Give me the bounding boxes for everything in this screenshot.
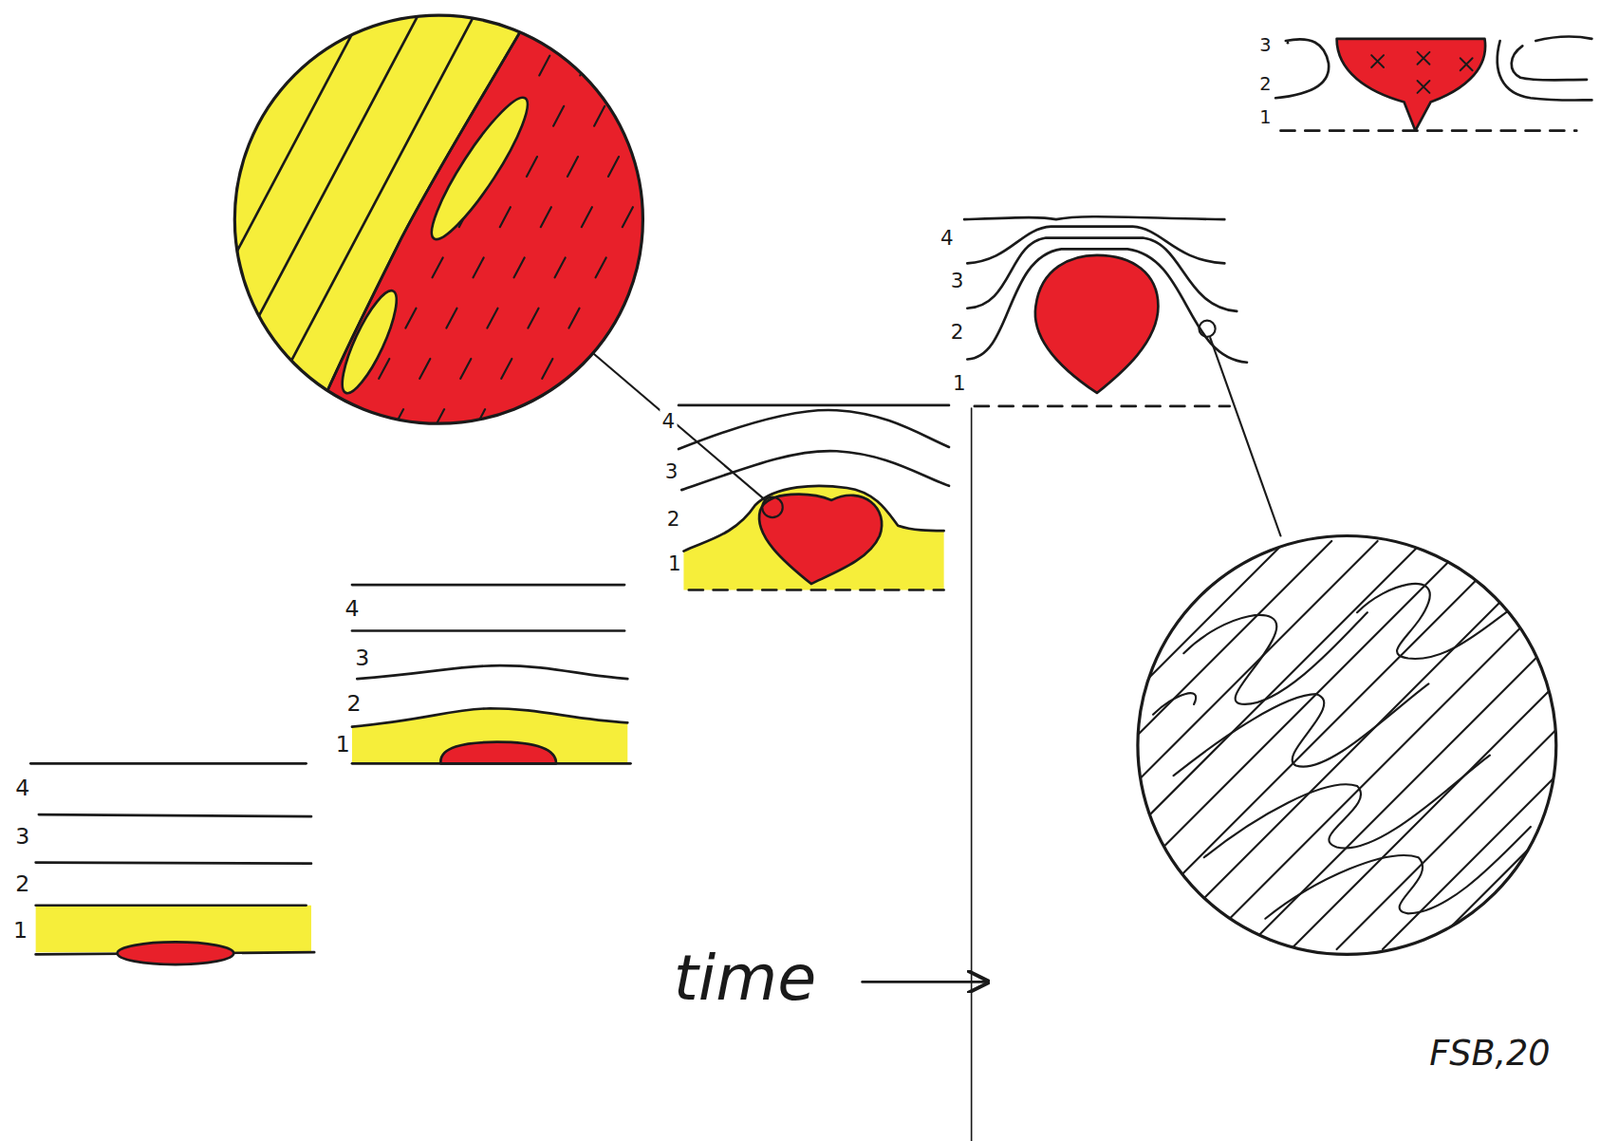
layer-number: 4 xyxy=(13,775,32,800)
layer-number: 1 xyxy=(1257,107,1274,128)
stage-four xyxy=(964,216,1281,536)
layer-number: 2 xyxy=(344,691,363,717)
layer-number: 1 xyxy=(11,918,30,944)
layer-number: 3 xyxy=(1257,35,1274,56)
layer-number: 4 xyxy=(342,596,361,622)
layer-number: 3 xyxy=(948,269,967,293)
layer-number: 2 xyxy=(948,320,967,344)
layer-number: 2 xyxy=(1257,74,1274,94)
signature: FSB,20 xyxy=(1427,1034,1553,1073)
time-arrow xyxy=(862,980,988,984)
stage-five xyxy=(1275,37,1592,131)
divider-line xyxy=(970,408,973,1141)
axis-label: time xyxy=(670,942,819,1012)
layer-number: 2 xyxy=(665,506,683,530)
layer-number: 4 xyxy=(938,226,956,250)
zoom-detail xyxy=(86,4,740,439)
stage-one xyxy=(30,762,315,965)
layer-number: 3 xyxy=(353,646,372,671)
layer-number: 1 xyxy=(666,552,684,576)
stage-three xyxy=(592,352,949,591)
layer-number: 4 xyxy=(659,409,677,432)
stage-two xyxy=(352,584,632,763)
layer-number: 3 xyxy=(663,460,681,484)
layer-number: 1 xyxy=(334,732,353,758)
layer-number: 1 xyxy=(950,371,968,394)
layer-number: 3 xyxy=(13,824,32,850)
layer-number: 2 xyxy=(13,871,32,896)
